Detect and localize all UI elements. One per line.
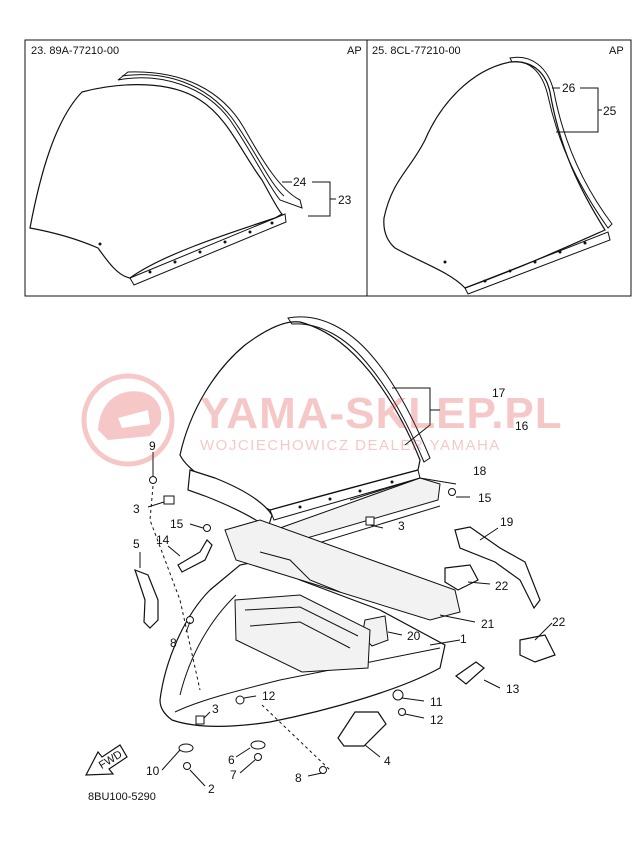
callout-1: 1 xyxy=(460,632,467,646)
callout-15a: 15 xyxy=(170,517,184,531)
helmet-logo-icon xyxy=(81,373,175,467)
plate-13-drawing xyxy=(454,661,485,685)
fwd-arrow-icon: FWD xyxy=(84,744,128,776)
inset-left: 23. 89A-77210-00 AP 24 23 xyxy=(24,39,368,297)
leader-lines xyxy=(139,387,553,787)
callout-15b: 15 xyxy=(478,491,492,505)
callout-17: 17 xyxy=(492,386,506,400)
callout-16: 16 xyxy=(515,419,529,433)
meter-housing-drawing xyxy=(234,594,371,673)
watermark-title: YAMA-SKLEP.PL xyxy=(200,389,563,438)
callout-8b: 8 xyxy=(295,771,302,785)
callout-10: 10 xyxy=(146,764,160,778)
callout-23: 23 xyxy=(338,193,352,207)
callout-7: 7 xyxy=(230,768,237,782)
callout-21: 21 xyxy=(481,617,495,631)
callout-3b: 3 xyxy=(398,519,405,533)
callout-4: 4 xyxy=(384,754,391,768)
callout-8a: 8 xyxy=(170,636,177,650)
stay-5-drawing xyxy=(134,568,159,629)
callout-2: 2 xyxy=(208,782,215,796)
windscreen-23-drawing xyxy=(29,84,283,279)
callout-26: 26 xyxy=(562,81,576,95)
stay-19-drawing xyxy=(454,526,541,610)
callout-6: 6 xyxy=(228,753,235,767)
callout-20: 20 xyxy=(407,629,421,643)
inset-right-part-number: 25. 8CL-77210-00 xyxy=(372,45,461,57)
callout-9: 9 xyxy=(149,439,156,453)
inset-right-tag: AP xyxy=(609,45,624,57)
diagram-code: 8BU100-5290 xyxy=(88,791,156,803)
callout-3a: 3 xyxy=(133,502,140,516)
callout-5: 5 xyxy=(133,537,140,551)
callout-13: 13 xyxy=(506,682,520,696)
screen-25-bolt-holes xyxy=(443,241,587,283)
watermark: YAMA-SKLEP.PL WOJCIECHOWICZ DEALER YAMAH… xyxy=(81,373,563,467)
windscreen-25-drawing xyxy=(383,61,606,289)
watermark-subtitle: WOJCIECHOWICZ DEALER YAMAHA xyxy=(200,437,501,454)
callout-22a: 22 xyxy=(495,579,509,593)
bracket-14-drawing xyxy=(177,539,213,573)
screen-23-bolt-holes xyxy=(98,221,274,274)
callout-11: 11 xyxy=(430,695,443,709)
callout-3c: 3 xyxy=(212,702,219,716)
callout-14: 14 xyxy=(156,533,170,547)
inset-left-part-number: 23. 89A-77210-00 xyxy=(31,45,119,57)
callout-labels: 17 16 18 9 3 15 15 3 19 14 5 22 22 8 20 … xyxy=(133,386,566,796)
bracket-22a-drawing xyxy=(444,564,479,591)
callout-12b: 12 xyxy=(430,713,444,727)
callout-25: 25 xyxy=(603,104,617,118)
panel-21-drawing xyxy=(224,519,461,621)
callout-18: 18 xyxy=(473,464,487,478)
main-exploded-view: 17 16 18 9 3 15 15 3 19 14 5 22 22 8 20 … xyxy=(84,316,566,803)
fasteners xyxy=(149,476,456,774)
stay-4-drawing xyxy=(337,711,387,747)
inset-right: 25. 8CL-77210-00 AP 26 25 xyxy=(366,39,632,297)
callout-19: 19 xyxy=(500,515,514,529)
callout-22b: 22 xyxy=(552,615,566,629)
callout-12a: 12 xyxy=(262,689,276,703)
callout-24: 24 xyxy=(293,175,307,189)
bracket-22b-drawing xyxy=(519,634,556,663)
inset-left-tag: AP xyxy=(347,45,362,57)
